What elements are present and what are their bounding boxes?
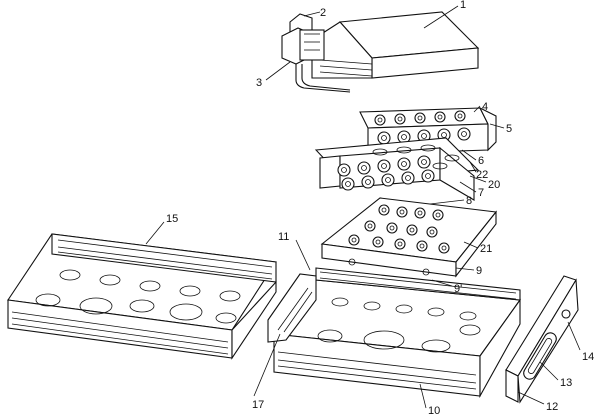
left-perforated-tray bbox=[7, 233, 277, 360]
label-15: 15 bbox=[166, 213, 178, 225]
chassis-front-perforations bbox=[277, 351, 477, 390]
label-22: 22 bbox=[476, 169, 488, 181]
label-7: 7 bbox=[478, 187, 484, 199]
label-4: 4 bbox=[482, 101, 488, 113]
grommet-row-lower bbox=[348, 204, 450, 254]
label-5: 5 bbox=[506, 123, 512, 135]
label-3: 3 bbox=[256, 77, 262, 89]
grommet-row-upper bbox=[374, 110, 471, 145]
hard-disk-drive bbox=[311, 11, 480, 79]
label-11: 11 bbox=[278, 231, 289, 243]
grommet-row-middle bbox=[337, 155, 435, 191]
left-tray-back-perforations bbox=[57, 239, 273, 280]
main-chassis-tray bbox=[267, 267, 522, 399]
chassis-large-holes bbox=[317, 297, 481, 353]
label-12: 12 bbox=[546, 401, 558, 413]
left-tray-front-perforations bbox=[11, 311, 229, 355]
lower-grommet-plate bbox=[320, 197, 498, 278]
leader-lines bbox=[145, 5, 581, 409]
middle-grommet-tray bbox=[314, 137, 480, 201]
label-8: 8 bbox=[466, 195, 472, 207]
chassis-back-perforations bbox=[319, 271, 517, 300]
left-tray-large-holes bbox=[35, 269, 241, 324]
label-13: 13 bbox=[560, 377, 572, 389]
label-1: 1 bbox=[460, 0, 466, 11]
upper-grommet-plate bbox=[359, 106, 497, 155]
label-2: 2 bbox=[320, 7, 326, 19]
label-9: 9 bbox=[476, 265, 482, 277]
label-20: 20 bbox=[488, 179, 500, 191]
front-bezel bbox=[505, 275, 579, 404]
connector-bracket bbox=[281, 13, 351, 93]
label-21: 21 bbox=[480, 243, 492, 255]
label-6: 6 bbox=[478, 155, 484, 167]
label-17: 17 bbox=[252, 399, 264, 411]
tray-holes bbox=[372, 144, 460, 170]
reference-numerals: 1 2 3 4 5 6 22 20 7 8 21 9 9' 15 11 17 1… bbox=[166, 0, 594, 415]
label-14: 14 bbox=[582, 351, 594, 363]
label-9-prime: 9' bbox=[454, 283, 462, 295]
chassis-side-bracket bbox=[267, 273, 317, 343]
label-10: 10 bbox=[428, 405, 440, 415]
